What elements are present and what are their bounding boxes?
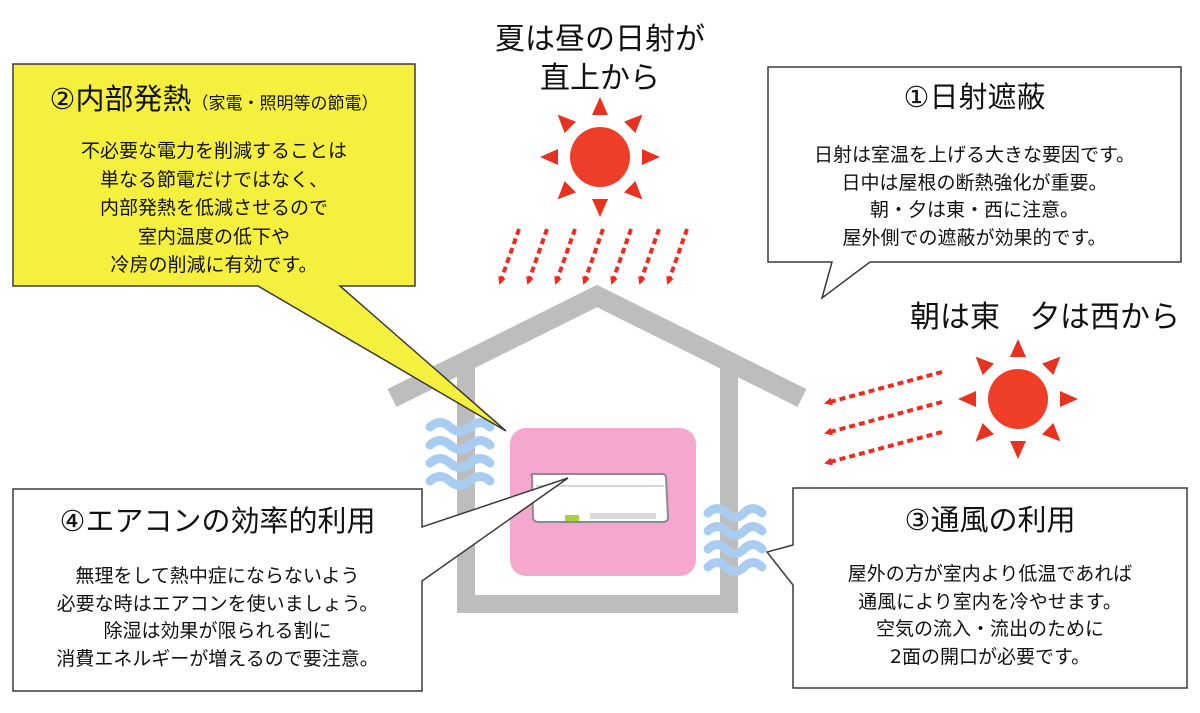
callout-1-heading: ①日射遮蔽 <box>768 78 1181 117</box>
callout-3-box <box>765 487 1188 689</box>
callout-2-heading: ②内部発熱（家電・照明等の節電） <box>13 80 415 119</box>
callout-2-box <box>12 63 507 432</box>
callout-2-body: 不必要な電力を削減することは 単なる節電だけではなく、 内部発熱を低減させるので… <box>80 140 347 276</box>
callout-3-number: ③ <box>904 503 931 537</box>
sun-icon <box>958 339 1078 459</box>
callout-1-title: 日射遮蔽 <box>929 80 1046 114</box>
summer-sun-label: 夏は昼の日射が 直上から <box>495 22 705 96</box>
morning-evening-sun-label: 朝は東 夕は西から <box>910 300 1180 335</box>
wind-wave-icon <box>425 418 495 490</box>
callout-4-box <box>12 477 569 692</box>
callout-2-subtitle: （家電・照明等の節電） <box>191 94 379 114</box>
callout-4-number: ④ <box>59 504 86 538</box>
callout-1-body: 日射は室温を上げる大きな要因です。 日中は屋根の断熱強化が重要。 朝・夕は東・西… <box>813 144 1136 249</box>
callout-4-body: 無理をして熱中症にならないよう 必要な時はエアコンを使いましょう。 除湿は効果が… <box>56 565 379 670</box>
callout-3-title: 通風の利用 <box>930 503 1076 537</box>
callout-4-title: エアコンの効率的利用 <box>85 504 376 538</box>
wind-wave-icon <box>703 504 767 576</box>
callout-2-title: 内部発熱 <box>75 82 192 116</box>
callout-1-number: ① <box>903 80 930 114</box>
callout-1-box <box>767 66 1182 300</box>
callout-4-heading: ④エアコンの効率的利用 <box>13 502 422 541</box>
callout-3-body: 屋外の方が室内より低温であれば 通風により室内を冷やせます。 空気の流入・流出の… <box>847 563 1133 668</box>
sunlight-arrow-icon <box>824 370 943 466</box>
sunlight-arrow-icon <box>498 228 689 285</box>
callout-2-number: ② <box>49 82 76 116</box>
callout-3-heading: ③通風の利用 <box>793 501 1187 540</box>
sun-icon <box>540 97 660 217</box>
air-conditioner-icon <box>530 473 670 523</box>
